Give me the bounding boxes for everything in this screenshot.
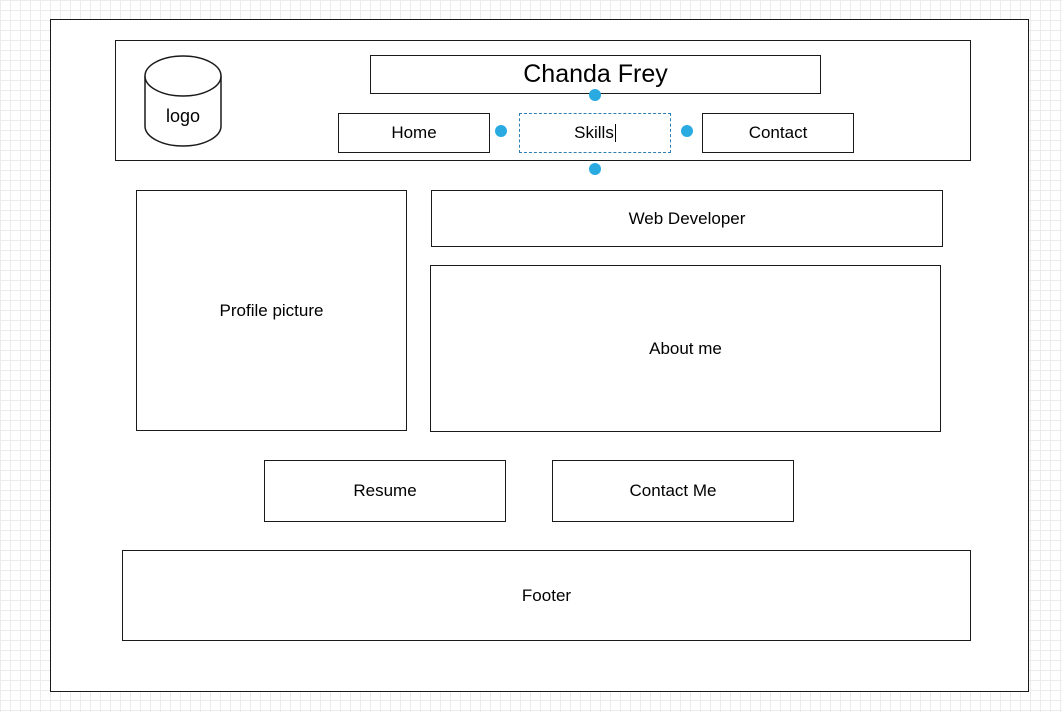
role-box[interactable]: Web Developer bbox=[431, 190, 943, 247]
about-box[interactable]: About me bbox=[430, 265, 941, 432]
connection-handle-right[interactable] bbox=[681, 125, 693, 137]
nav-home-box[interactable]: Home bbox=[338, 113, 490, 153]
nav-contact-box[interactable]: Contact bbox=[702, 113, 854, 153]
about-label: About me bbox=[649, 338, 722, 358]
footer-label: Footer bbox=[521, 585, 572, 605]
nav-skills-label[interactable]: Skills bbox=[574, 123, 614, 142]
contact-me-box[interactable]: Contact Me bbox=[552, 460, 794, 522]
profile-picture-box[interactable]: Profile picture bbox=[136, 190, 407, 431]
cylinder-icon bbox=[144, 55, 222, 147]
logo-shape[interactable]: logo bbox=[143, 53, 223, 149]
nav-contact-label: Contact bbox=[748, 123, 808, 142]
nav-home-label: Home bbox=[391, 123, 437, 142]
role-label: Web Developer bbox=[628, 208, 746, 228]
connection-handle-top[interactable] bbox=[589, 89, 601, 101]
footer-box[interactable]: Footer bbox=[122, 550, 971, 641]
connection-handle-bottom[interactable] bbox=[589, 163, 601, 175]
site-title: Chanda Frey bbox=[523, 60, 668, 88]
resume-label: Resume bbox=[353, 481, 417, 500]
contact-me-label: Contact Me bbox=[629, 481, 717, 500]
connection-handle-left[interactable] bbox=[495, 125, 507, 137]
nav-skills-box-selected[interactable]: Skills bbox=[519, 113, 671, 153]
logo-label: logo bbox=[165, 106, 201, 126]
text-cursor bbox=[614, 124, 616, 142]
resume-box[interactable]: Resume bbox=[264, 460, 506, 522]
profile-picture-label: Profile picture bbox=[219, 300, 324, 320]
